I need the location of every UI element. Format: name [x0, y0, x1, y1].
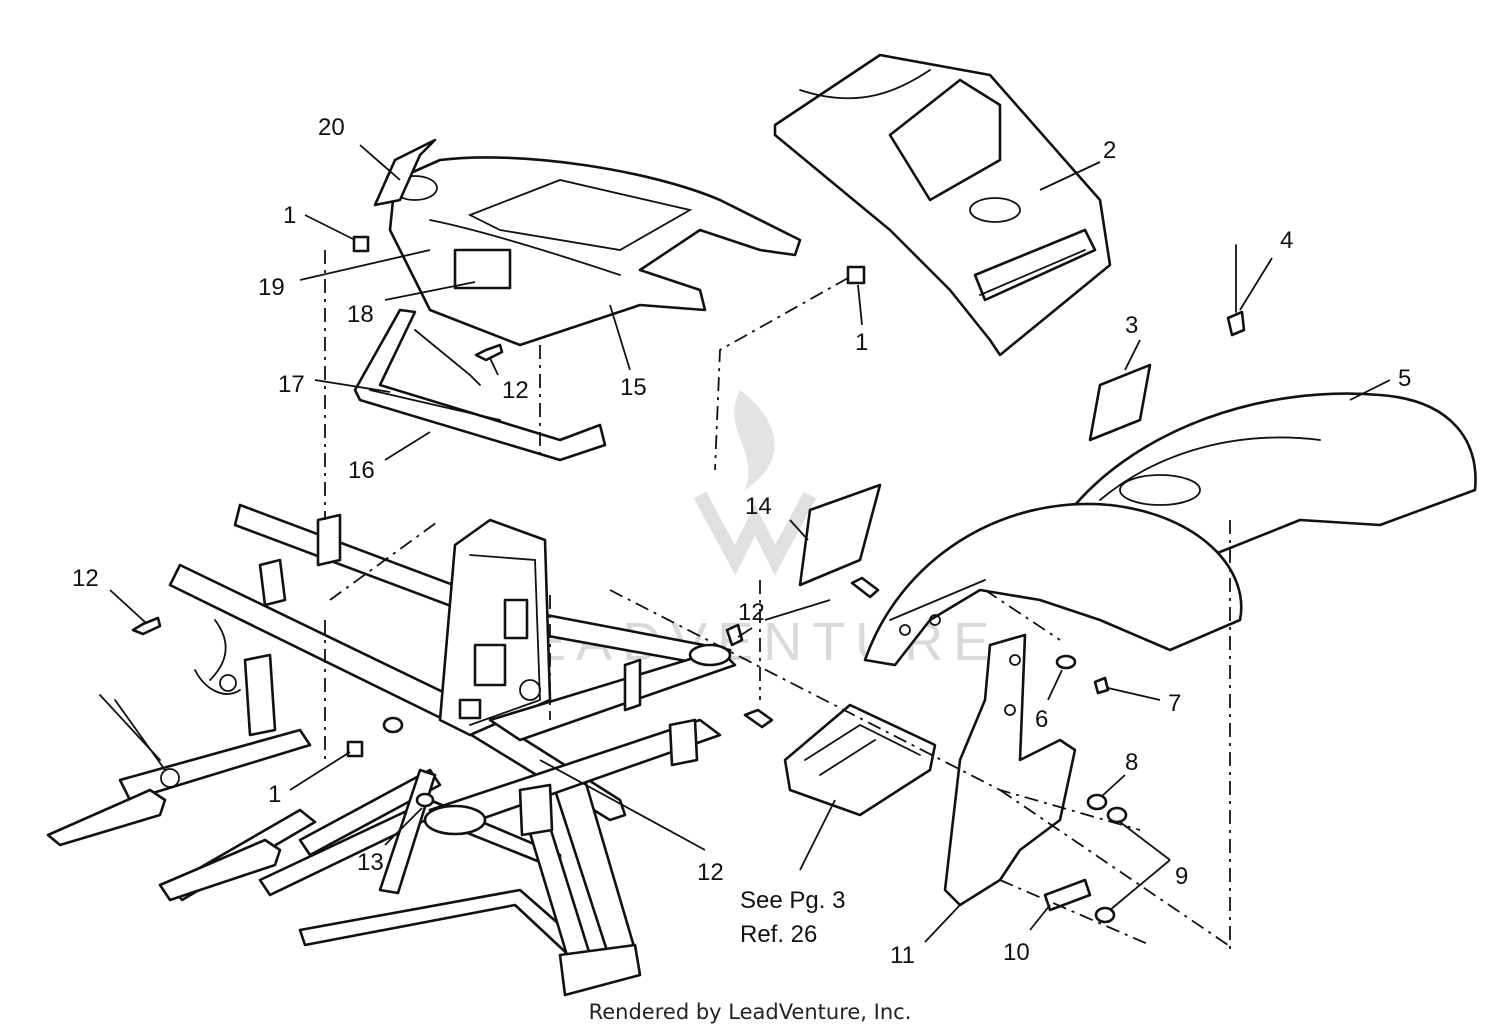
- callout-1: 1: [268, 781, 281, 808]
- callout-1: 1: [283, 202, 296, 229]
- callout-12: 12: [738, 599, 765, 626]
- callout-5: 5: [1398, 365, 1411, 392]
- callout-labels: 20 1 19 18 12 17 16 15 1 2 4 3 5 14 12 1…: [72, 114, 1411, 969]
- callout-20: 20: [318, 114, 345, 141]
- hardware: [131, 235, 1246, 924]
- callout-10: 10: [1003, 939, 1030, 966]
- callout-6: 6: [1035, 706, 1048, 733]
- callout-17: 17: [278, 371, 305, 398]
- callout-19: 19: [258, 274, 285, 301]
- callout-4: 4: [1280, 227, 1293, 254]
- leader-lines: [109, 144, 1391, 943]
- decal-14: [798, 483, 882, 587]
- callout-14: 14: [745, 493, 772, 520]
- lower-shield: [353, 308, 607, 462]
- rear-console: [773, 53, 1112, 357]
- callout-2: 2: [1103, 137, 1116, 164]
- front-fender: [863, 502, 1243, 667]
- reference-note: See Pg. 3 Ref. 26: [740, 887, 845, 948]
- front-panel: [388, 156, 802, 347]
- footer-credit: Rendered by LeadVenture, Inc.: [588, 1000, 912, 1024]
- headlight-cover: [373, 138, 437, 207]
- assembly-lines: [324, 250, 1231, 950]
- callout-15: 15: [620, 374, 647, 401]
- callout-1: 1: [855, 329, 868, 356]
- frame: [46, 503, 737, 997]
- callout-7: 7: [1168, 690, 1181, 717]
- note-line-1: See Pg. 3: [740, 887, 845, 914]
- rear-fender: [1073, 392, 1477, 562]
- callout-11: 11: [890, 942, 915, 969]
- footrest: [783, 703, 937, 817]
- callout-13: 13: [357, 849, 384, 876]
- splash-guard: [943, 633, 1077, 907]
- callout-8: 8: [1125, 749, 1138, 776]
- callout-16: 16: [348, 457, 375, 484]
- callout-12: 12: [72, 565, 99, 592]
- callout-18: 18: [347, 301, 374, 328]
- decal-3: [1088, 363, 1152, 442]
- callout-12: 12: [502, 377, 529, 404]
- callout-12: 12: [697, 859, 724, 886]
- note-line-2: Ref. 26: [740, 921, 817, 948]
- callout-9: 9: [1175, 863, 1188, 890]
- callout-3: 3: [1125, 312, 1138, 339]
